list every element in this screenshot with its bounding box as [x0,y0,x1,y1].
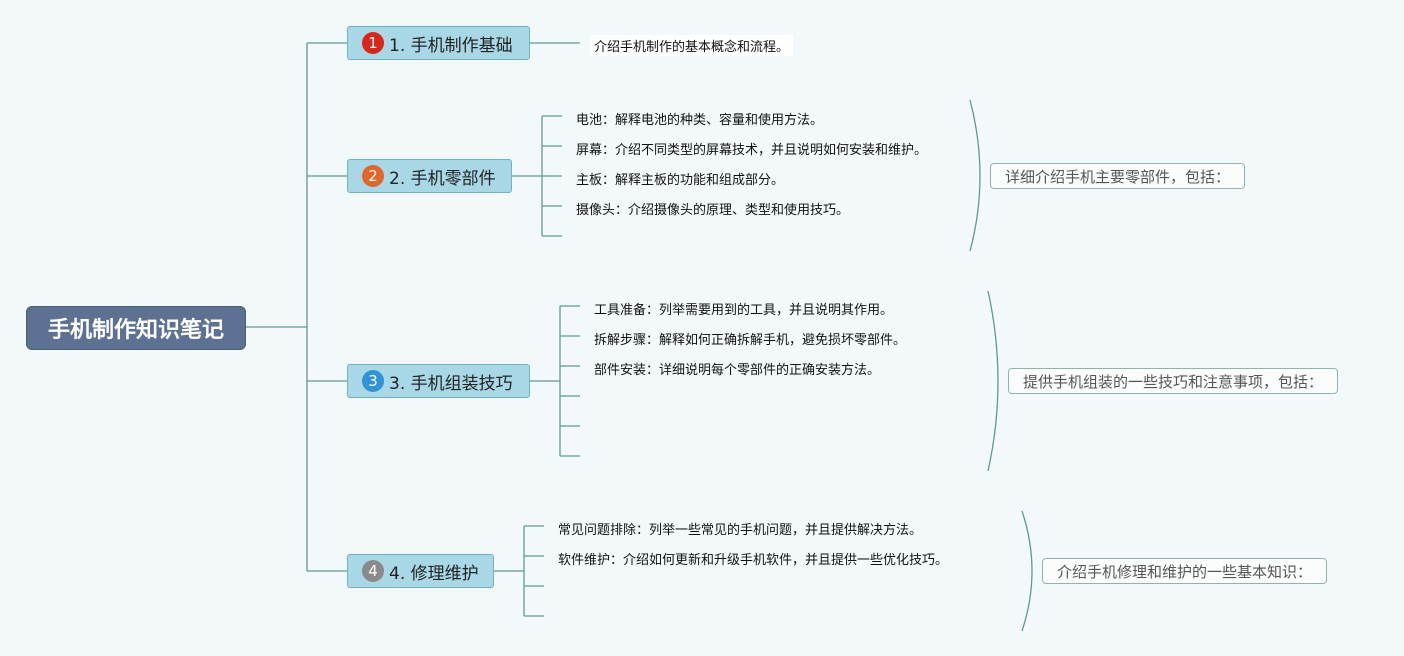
list-item: 主板：解释主板的功能和组成部分。 [576,173,785,188]
topic-4-summary[interactable]: 介绍手机修理和维护的一些基本知识： [1042,558,1328,584]
number-badge-2: 2 [362,165,384,187]
topic3-brace [987,290,999,472]
list-item: 电池：解释电池的种类、容量和使用方法。 [576,113,824,128]
topic-2-summary[interactable]: 详细介绍手机主要零部件，包括： [990,163,1246,189]
number-badge-3: 3 [362,370,384,392]
list-item: 工具准备：列举需要用到的工具，并且说明其作用。 [594,303,894,318]
list-item: 部件安装：详细说明每个零部件的正确安装方法。 [594,363,881,378]
list-item: 拆解步骤：解释如何正确拆解手机，避免损坏零部件。 [594,333,907,348]
topic-1-description: 介绍手机制作的基本概念和流程。 [590,35,794,56]
topic-1-label: 1. 手机制作基础 [389,35,513,56]
topic-3-label: 3. 手机组装技巧 [389,373,513,394]
topic-2-label: 2. 手机零部件 [389,168,496,189]
topic-3-summary[interactable]: 提供手机组装的一些技巧和注意事项，包括： [1008,368,1339,394]
topic-1[interactable]: 1 1. 手机制作基础 [347,26,530,60]
topic-4-label: 4. 修理维护 [389,563,479,584]
topic-4[interactable]: 4 4. 修理维护 [347,554,494,588]
topic-2[interactable]: 2 2. 手机零部件 [347,159,512,193]
topic2-brace [969,99,981,252]
root-topic[interactable]: 手机制作知识笔记 [26,306,246,350]
topic-3[interactable]: 3 3. 手机组装技巧 [347,364,530,398]
list-item: 常见问题排除：列举一些常见的手机问题，并且提供解决方法。 [558,523,923,538]
list-item: 屏幕：介绍不同类型的屏幕技术，并且说明如何安装和维护。 [576,143,928,158]
number-badge-4: 4 [362,560,384,582]
list-item: 摄像头：介绍摄像头的原理、类型和使用技巧。 [576,203,850,218]
number-badge-1: 1 [362,32,384,54]
list-item: 软件维护：介绍如何更新和升级手机软件，并且提供一些优化技巧。 [558,553,949,568]
topic4-brace [1021,510,1033,632]
